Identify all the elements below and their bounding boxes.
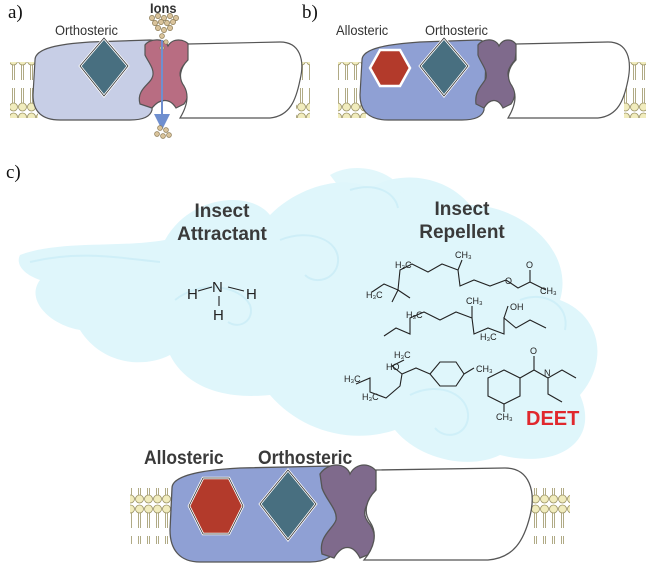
svg-text:CH₃: CH₃ — [540, 286, 557, 296]
repellent-heading-line2: Repellent — [419, 222, 505, 243]
ammonia-hydrogen-right: H — [246, 286, 257, 303]
svg-text:O: O — [526, 260, 533, 270]
svg-text:CH₃: CH₃ — [466, 296, 483, 306]
allosteric-label-b: Allosteric — [336, 22, 389, 38]
attractant-heading-line1: Insect — [194, 201, 250, 222]
ammonia-structure: N H H H — [187, 279, 257, 324]
panel-c-receptor — [130, 464, 570, 563]
svg-text:O: O — [505, 276, 512, 286]
repellent-structure-1 — [371, 259, 547, 303]
molecule-atom-labels: H₃C CH₃ H₃C O O CH₃ H₃C CH₃ H₃C OH H₃C H… — [344, 250, 557, 422]
ammonia-nitrogen: N — [212, 279, 223, 296]
svg-text:N: N — [544, 368, 551, 378]
attractant-heading-line2: Attractant — [177, 224, 267, 245]
svg-text:CH₃: CH₃ — [496, 412, 513, 422]
svg-text:H₃C: H₃C — [395, 260, 412, 270]
svg-text:O: O — [530, 346, 537, 356]
ions-cluster-bottom — [154, 125, 172, 139]
svg-text:H₃C: H₃C — [362, 392, 379, 402]
odor-cloud-icon — [18, 167, 598, 462]
svg-text:H₃C: H₃C — [344, 374, 361, 384]
allosteric-label-c: Allosteric — [144, 448, 224, 469]
ions-label: Ions — [150, 0, 177, 16]
ammonia-hydrogen-left: H — [187, 286, 198, 303]
ions-cluster-top — [149, 13, 179, 51]
orthosteric-label-a: Orthosteric — [55, 22, 118, 38]
svg-text:HO: HO — [386, 362, 400, 372]
insect-attractant-heading: Insect Attractant — [172, 200, 272, 246]
panel-label-b: b) — [302, 2, 318, 23]
panel-label-a: a) — [8, 2, 23, 23]
panel-b-receptor — [338, 36, 646, 121]
panel-label-c: c) — [6, 162, 21, 183]
svg-text:H₃C: H₃C — [406, 310, 423, 320]
repellent-heading-line1: Insect — [434, 199, 490, 220]
svg-text:H₃C: H₃C — [366, 290, 383, 300]
panel-a-receptor — [10, 13, 310, 139]
svg-text:OH: OH — [510, 302, 524, 312]
deet-structure — [487, 356, 577, 412]
svg-text:CH₃: CH₃ — [455, 250, 472, 260]
svg-text:CH₃: CH₃ — [476, 364, 493, 374]
orthosteric-label-c: Orthosteric — [258, 448, 353, 469]
repellent-structure-2 — [383, 305, 547, 337]
allosteric-hexagon-icon — [368, 48, 412, 88]
insect-repellent-heading: Insect Repellent — [412, 198, 512, 244]
ammonia-hydrogen-bottom: H — [213, 307, 224, 324]
deet-label: DEET — [526, 408, 580, 430]
svg-text:H₃C: H₃C — [480, 332, 497, 342]
svg-text:H₃C: H₃C — [394, 350, 411, 360]
cloud-swirls — [29, 186, 567, 436]
repellent-structure-3 — [355, 359, 475, 399]
orthosteric-label-b: Orthosteric — [425, 22, 488, 38]
